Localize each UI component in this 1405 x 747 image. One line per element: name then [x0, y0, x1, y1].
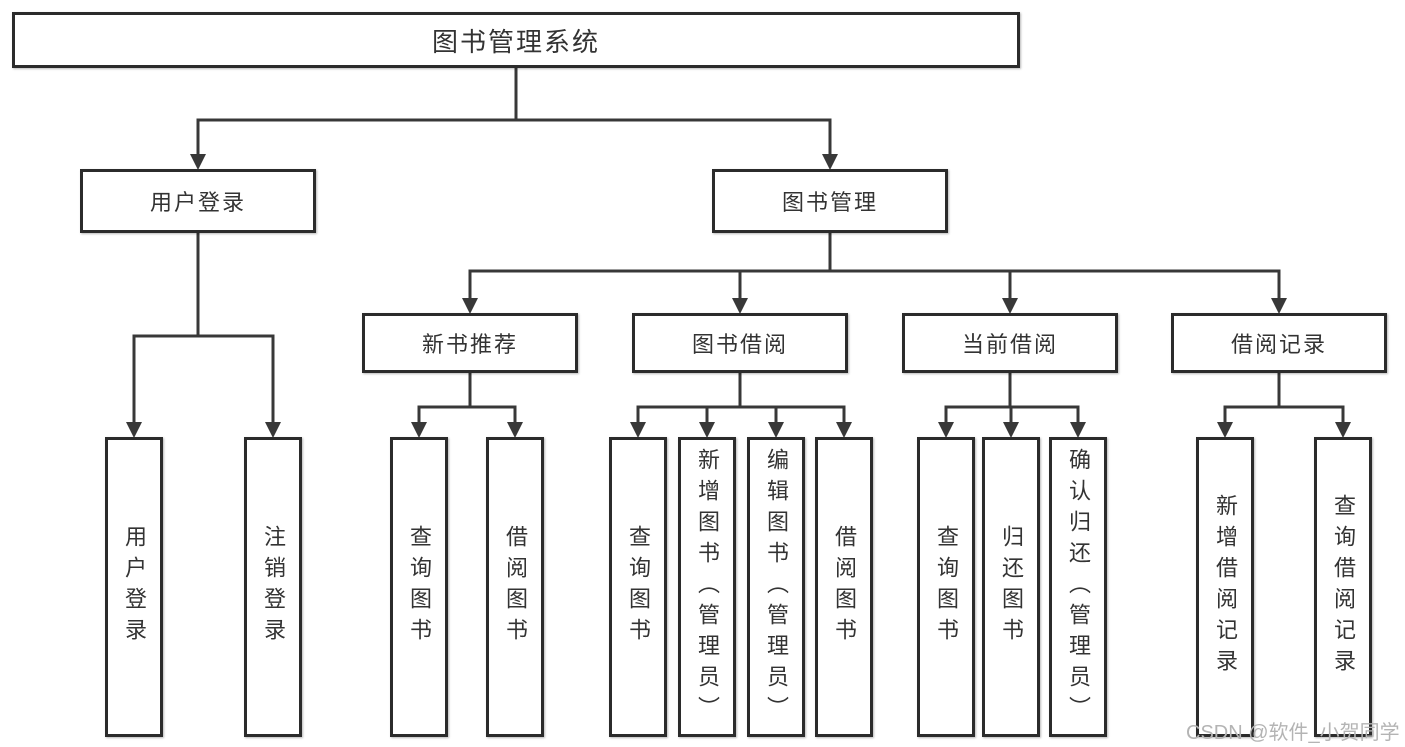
node-new-book-recommend: 新书推荐: [362, 313, 578, 373]
node-root-library-system: 图书管理系统: [12, 12, 1020, 68]
node-user-login-leaf-label: 用户登录: [122, 525, 147, 649]
node-book-borrowing: 图书借阅: [632, 313, 848, 373]
node-logout: 注销登录: [244, 437, 302, 737]
node-recommend-query-books-label: 查询图书: [407, 525, 432, 649]
node-borrow-query-books-label: 查询图书: [626, 525, 651, 649]
node-edit-books-admin-label: 编辑图书（管理员）: [764, 447, 789, 727]
node-query-borrow-record-label: 查询借阅记录: [1331, 494, 1356, 680]
node-return-books: 归还图书: [982, 437, 1040, 737]
node-borrowing-records: 借阅记录: [1171, 313, 1387, 373]
node-borrow-query-books: 查询图书: [609, 437, 667, 737]
node-edit-books-admin: 编辑图书（管理员）: [747, 437, 805, 737]
node-recommend-query-books: 查询图书: [390, 437, 448, 737]
node-user-login-leaf: 用户登录: [105, 437, 163, 737]
csdn-watermark: CSDN @软件_小贺同学: [1186, 722, 1400, 744]
node-add-books-admin: 新增图书（管理员）: [678, 437, 736, 737]
node-user-login: 用户登录: [80, 169, 316, 233]
node-add-borrow-record: 新增借阅记录: [1196, 437, 1254, 737]
node-borrow-books-leaf: 借阅图书: [815, 437, 873, 737]
node-borrow-books-leaf-label: 借阅图书: [832, 525, 857, 649]
node-add-borrow-record-label: 新增借阅记录: [1213, 494, 1238, 680]
node-recommend-borrow-books: 借阅图书: [486, 437, 544, 737]
node-return-books-label: 归还图书: [999, 525, 1024, 649]
node-confirm-return-admin: 确认归还（管理员）: [1049, 437, 1107, 737]
node-book-management: 图书管理: [712, 169, 948, 233]
node-current-query-books-label: 查询图书: [934, 525, 959, 649]
node-recommend-borrow-books-label: 借阅图书: [503, 525, 528, 649]
node-current-borrowing: 当前借阅: [902, 313, 1118, 373]
node-confirm-return-admin-label: 确认归还（管理员）: [1066, 447, 1091, 727]
node-query-borrow-record: 查询借阅记录: [1314, 437, 1372, 737]
node-add-books-admin-label: 新增图书（管理员）: [695, 447, 720, 727]
node-logout-label: 注销登录: [261, 525, 286, 649]
node-current-query-books: 查询图书: [917, 437, 975, 737]
